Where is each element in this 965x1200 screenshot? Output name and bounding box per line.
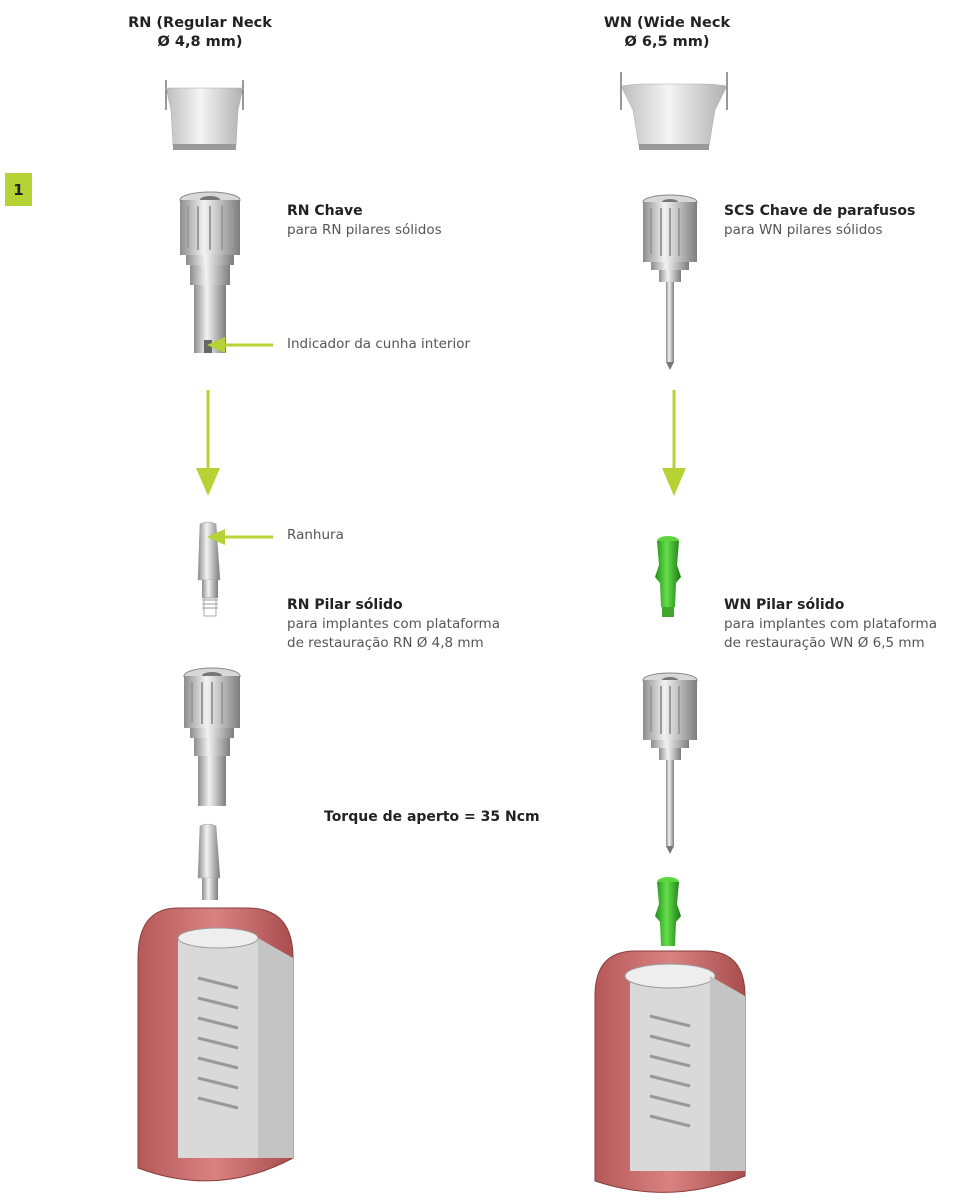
rn-driver-title: RN Chave: [287, 202, 442, 221]
wn-abutment-sub1: para implantes com plataforma: [724, 615, 937, 634]
rn-abutment-title: RN Pilar sólido: [287, 596, 500, 615]
rn-driver-sub: para RN pilares sólidos: [287, 221, 442, 240]
wn-driver-illustration: [635, 192, 705, 372]
wn-header: WN (Wide Neck Ø 6,5 mm): [577, 14, 757, 52]
wn-abutment-text: WN Pilar sólido para implantes com plata…: [724, 596, 937, 653]
rn-abutment-sub1: para implantes com plataforma: [287, 615, 500, 634]
rn-header-line1: RN (Regular Neck: [110, 14, 290, 33]
wedge-indicator-arrow: [205, 335, 275, 355]
rn-header-line2: Ø 4,8 mm): [110, 33, 290, 52]
wn-neck-illustration: [615, 70, 735, 160]
wn-driver-title: SCS Chave de parafusos: [724, 202, 915, 221]
wn-driver-text: SCS Chave de parafusos para WN pilares s…: [724, 202, 915, 240]
rn-implant-model-illustration: [118, 898, 318, 1198]
wn-driver-assembly-illustration: [635, 670, 705, 860]
rn-abutment-sub2: de restauração RN Ø 4,8 mm: [287, 634, 500, 653]
rn-driver-assembly-illustration: [172, 666, 252, 811]
wn-implant-model-illustration: [575, 946, 765, 1200]
rn-driver-text: RN Chave para RN pilares sólidos: [287, 202, 442, 240]
groove-arrow: [205, 527, 275, 547]
wn-driver-sub: para WN pilares sólidos: [724, 221, 915, 240]
torque-label: Torque de aperto = 35 Ncm: [324, 808, 540, 827]
wedge-indicator-label: Indicador da cunha interior: [287, 336, 470, 352]
wn-abutment-illustration: [648, 535, 688, 625]
wn-abutment-assembly-illustration: [648, 876, 688, 956]
wn-down-arrow: [662, 390, 686, 498]
wn-header-line1: WN (Wide Neck: [577, 14, 757, 33]
rn-neck-illustration: [160, 70, 250, 160]
groove-label: Ranhura: [287, 527, 344, 543]
step-badge: 1: [5, 173, 32, 206]
rn-header: RN (Regular Neck Ø 4,8 mm): [110, 14, 290, 52]
rn-down-arrow: [196, 390, 220, 498]
wn-header-line2: Ø 6,5 mm): [577, 33, 757, 52]
wn-abutment-sub2: de restauração WN Ø 6,5 mm: [724, 634, 937, 653]
wn-abutment-title: WN Pilar sólido: [724, 596, 937, 615]
rn-abutment-text: RN Pilar sólido para implantes com plata…: [287, 596, 500, 653]
